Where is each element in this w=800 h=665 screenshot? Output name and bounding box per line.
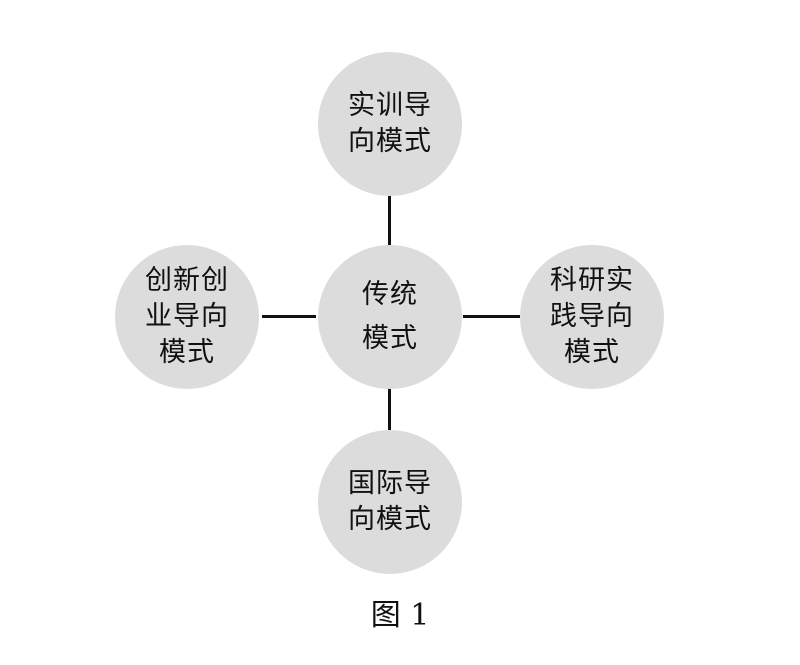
node-international: 国际导 向模式 [318,430,462,574]
node-text-line: 模式 [159,337,215,368]
node-text-line: 模式 [564,337,620,368]
connector-center-top [388,196,391,246]
node-text-line: 传统 [362,279,418,310]
node-traditional-mode: 传统 模式 [318,245,462,389]
figure-caption: 图 1 [370,598,430,633]
node-text-line: 践导向 [550,301,634,332]
connector-center-left [262,315,316,318]
node-text-line: 向模式 [348,504,432,535]
node-text-line: 科研实 [550,265,634,296]
node-innovation-entrepreneurship: 创新创 业导向 模式 [115,245,259,389]
node-text-line: 创新创 [145,265,229,296]
connector-center-right [463,315,520,318]
node-text-line: 模式 [362,323,418,354]
connector-center-bottom [388,384,391,430]
node-research-practice: 科研实 践导向 模式 [520,245,664,389]
node-text-line: 向模式 [348,126,432,157]
node-text-line: 国际导 [348,468,432,499]
node-practical-training: 实训导 向模式 [318,52,462,196]
node-text-line: 业导向 [145,301,229,332]
node-text-line: 实训导 [348,90,432,121]
